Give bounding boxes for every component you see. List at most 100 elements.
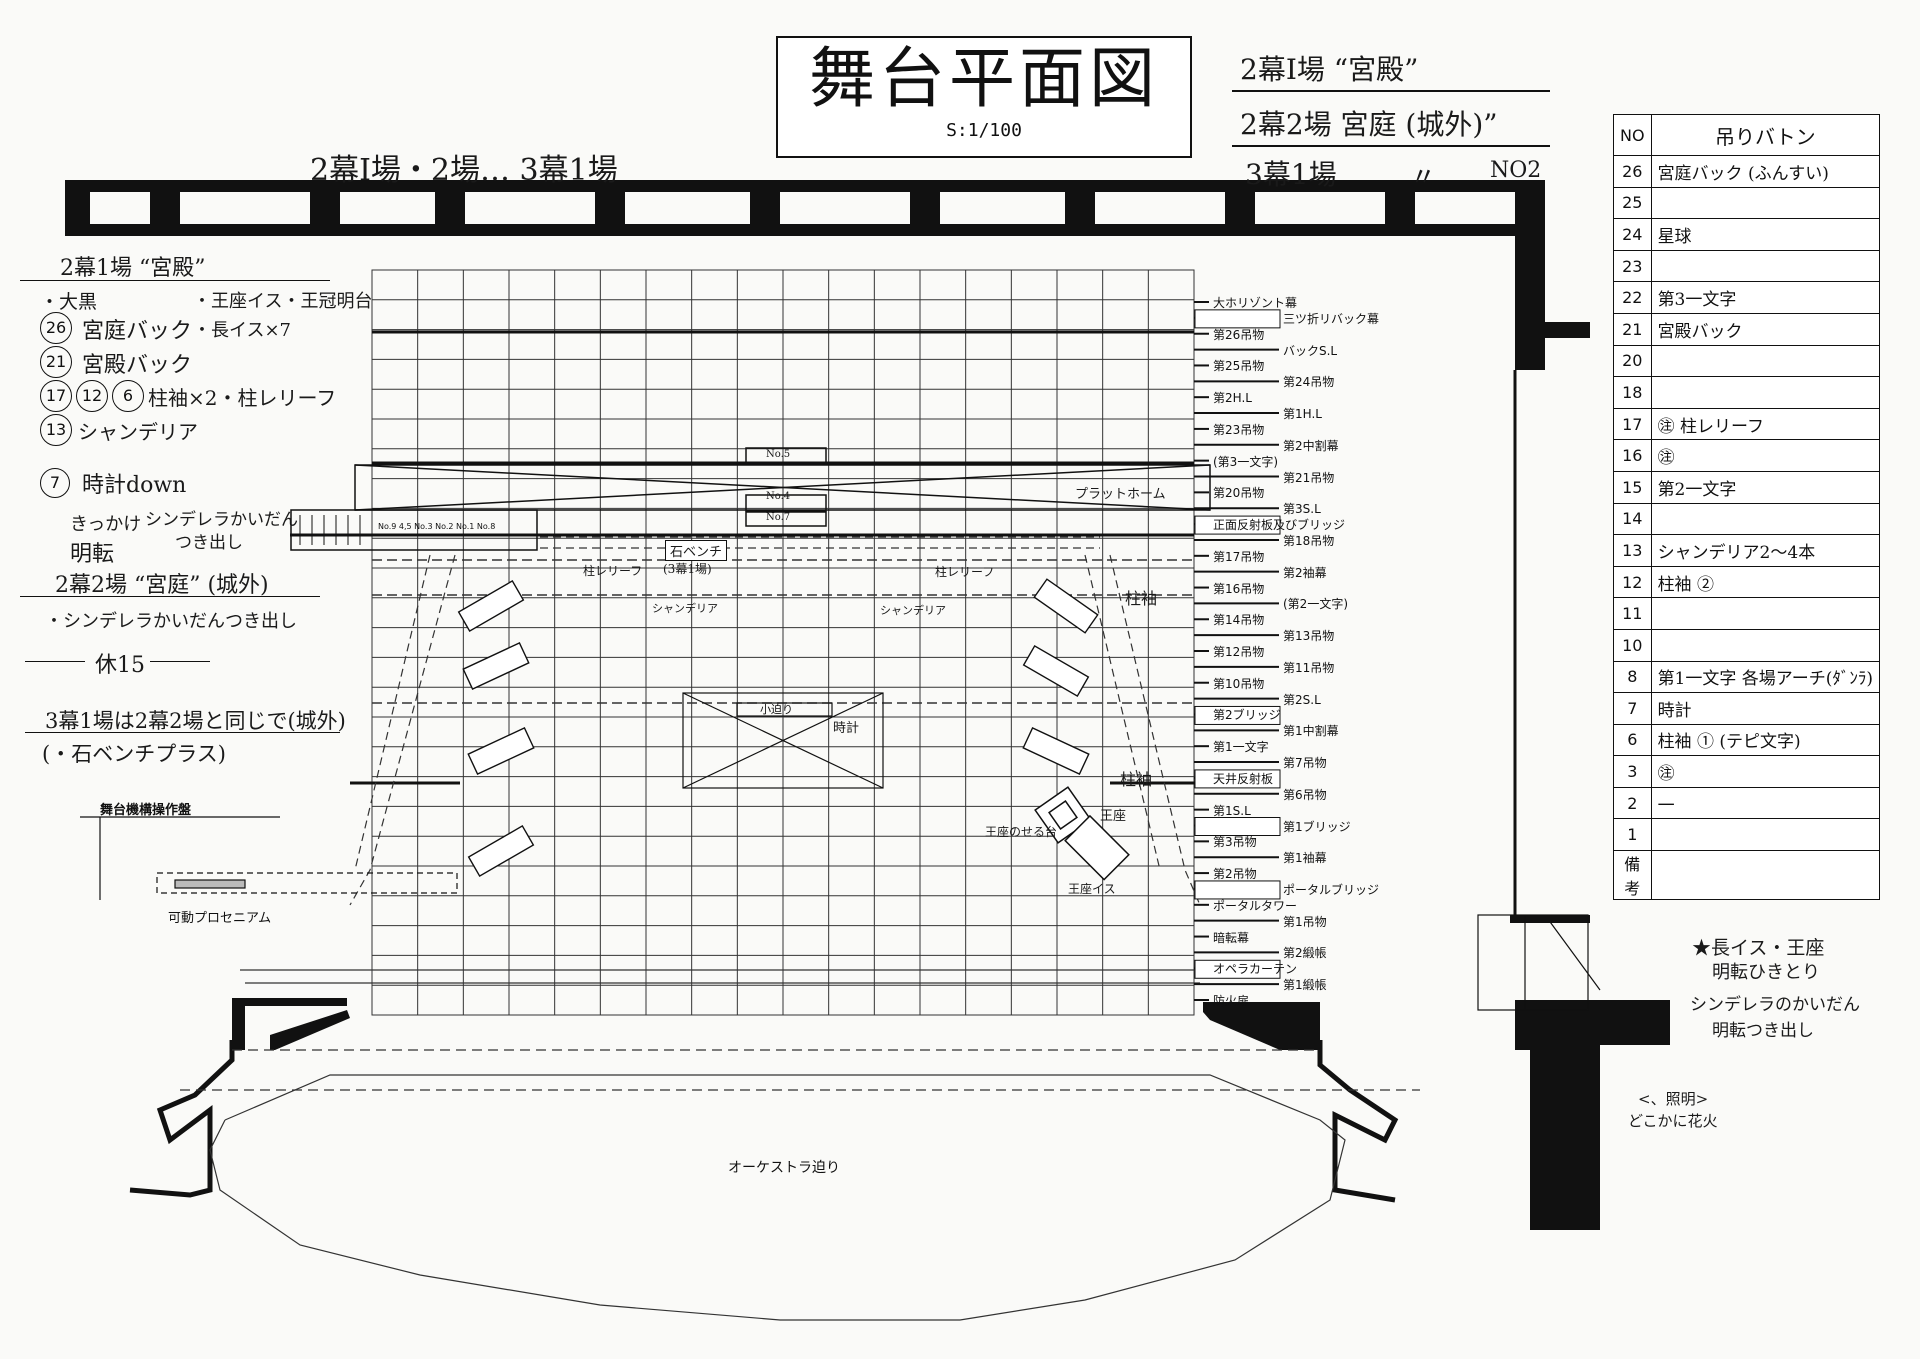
batten-no: 24 [1613,218,1652,251]
batten-no: 20 [1613,344,1652,378]
batten-no: 3 [1613,755,1652,788]
scene1-rule [20,280,330,281]
batten-no: 8 [1613,660,1652,694]
orchestra-lift-label: オーケストラ迫り [728,1160,840,1176]
act3-rule [25,732,340,733]
batten-no: 15 [1613,470,1652,504]
throne-chair-label: 王座イス [1068,882,1116,896]
batten-label: 第24吊物 [1283,375,1335,390]
note-kaidan-2: つき出し [175,533,243,553]
batten-label: 第26吊物 [1213,327,1265,342]
batten-hatch-block [1194,959,1281,979]
batten-label: 第7吊物 [1283,756,1327,771]
note-otokuro: ・大黒 [40,291,98,313]
pillar-relief-right: 柱レリーフ [935,565,995,579]
small-lift [682,692,884,789]
batten-label: 第2中割幕 [1283,438,1339,453]
batten-label: 第3S.L [1283,502,1321,517]
throne-platform [1034,786,1130,881]
batten-label: ポータルタワー [1213,898,1298,913]
stone-bench: 石ベンチ [665,540,728,561]
act3-plus: (・石ベンチプラス) [42,742,226,766]
batten-label: 第1H.L [1283,407,1322,422]
batten-item: ㊟ [1650,439,1881,472]
note-br-3: シンデレラのかいだん [1690,995,1860,1015]
batten-label: 天井反射板 [1213,771,1274,786]
batten-label: 第1袖幕 [1283,851,1327,866]
batten-label: 第14吊物 [1213,613,1265,628]
note-kikkake: きっかけ [70,514,142,535]
top-left-scene-heading: 2幕I場・2場… 3幕1場 [310,153,618,188]
batten-row: 10 [1613,628,1881,662]
batten-item [1650,502,1881,536]
batten-label: 第1中割幕 [1283,724,1339,739]
note-item26: 宮庭バック [82,319,193,344]
batten-label: 正面反射板及びブリッジ [1213,518,1346,533]
batten-table-header: NO 吊りバトン [1613,114,1881,156]
batten-no: 14 [1613,502,1652,536]
stage-grid [371,269,1195,1016]
batten-item: 第1一文字 各場アーチ(ﾀﾞﾝﾗ) [1650,660,1881,694]
note-clock-down: 時計down [82,473,187,498]
batten-label: 第2袖幕 [1283,565,1327,580]
batten-label: 第2吊物 [1213,867,1257,882]
batten-label: バックS.L [1283,343,1338,358]
batten-row: 18 [1613,376,1881,409]
note-item13: シャンデリア [78,420,198,444]
orchestra-pit [209,1074,1346,1321]
scene-line-rule-1 [1232,90,1550,92]
batten-label: オペラカーテン [1213,962,1298,977]
batten-label: 第12吊物 [1213,645,1265,659]
batten-no: 6 [1613,723,1652,757]
batten-label: 第2緞帳 [1283,946,1327,961]
batten-item: 柱袖 ① (テピ文字) [1650,723,1881,757]
batten-item: 時計 [1650,692,1881,725]
batten-hatch-block [1194,880,1281,900]
circle-17: 17 [40,380,72,412]
circle-13: 13 [40,414,72,446]
note-item21: 宮殿バック [82,353,193,378]
batten-hatch-block [1194,817,1281,836]
batten-label: 第2H.L [1213,391,1252,406]
batten-label: 第6吊物 [1283,787,1327,802]
pillar-relief-left: 柱レリーフ [583,564,643,578]
platform-label: プラットホーム [1075,487,1166,502]
batten-hatch-block [1194,769,1281,789]
batten-no: 22 [1613,281,1652,314]
throne-label: 王座 [1100,809,1127,824]
batten-no: 11 [1613,597,1652,630]
batten-no: 12 [1613,565,1652,599]
batten-label: 第11吊物 [1283,660,1335,675]
batten-row: 14 [1613,502,1881,536]
circle-12: 12 [76,380,108,412]
batten-item [1650,344,1881,378]
proscenium-label: 可動プロセニアム [168,911,272,926]
batten-label: (第2一文字) [1283,597,1348,612]
circle-21: 21 [40,346,72,378]
batten-no: 25 [1613,186,1652,220]
batten-label: 第21吊物 [1283,470,1335,485]
throne-platform-label: 王座のせる台 [985,825,1058,839]
batten-label: 第16吊物 [1213,581,1265,596]
scene-line-rule-2 [1232,145,1550,147]
console-label: 舞台機構操作盤 [100,803,192,818]
batten-item: 星球 [1650,218,1881,251]
remarks-label: 備考 [1613,850,1652,901]
pillar-sleeve-lower: 柱袖 [1120,770,1153,789]
batten-label: 第2S.L [1283,692,1321,707]
batten-item: 第3一文字 [1650,281,1881,314]
batten-no: 1 [1613,818,1652,852]
note-br-6: どこかに花火 [1628,1112,1718,1130]
batten-remarks-row: 備考 [1613,850,1881,901]
intermission-rule-left [25,661,85,662]
scene2-note: ・シンデレラかいだんつき出し [45,611,297,632]
stair-numbers: No.9 4,5 No.3 No.2 No.1 No.8 [378,522,496,531]
